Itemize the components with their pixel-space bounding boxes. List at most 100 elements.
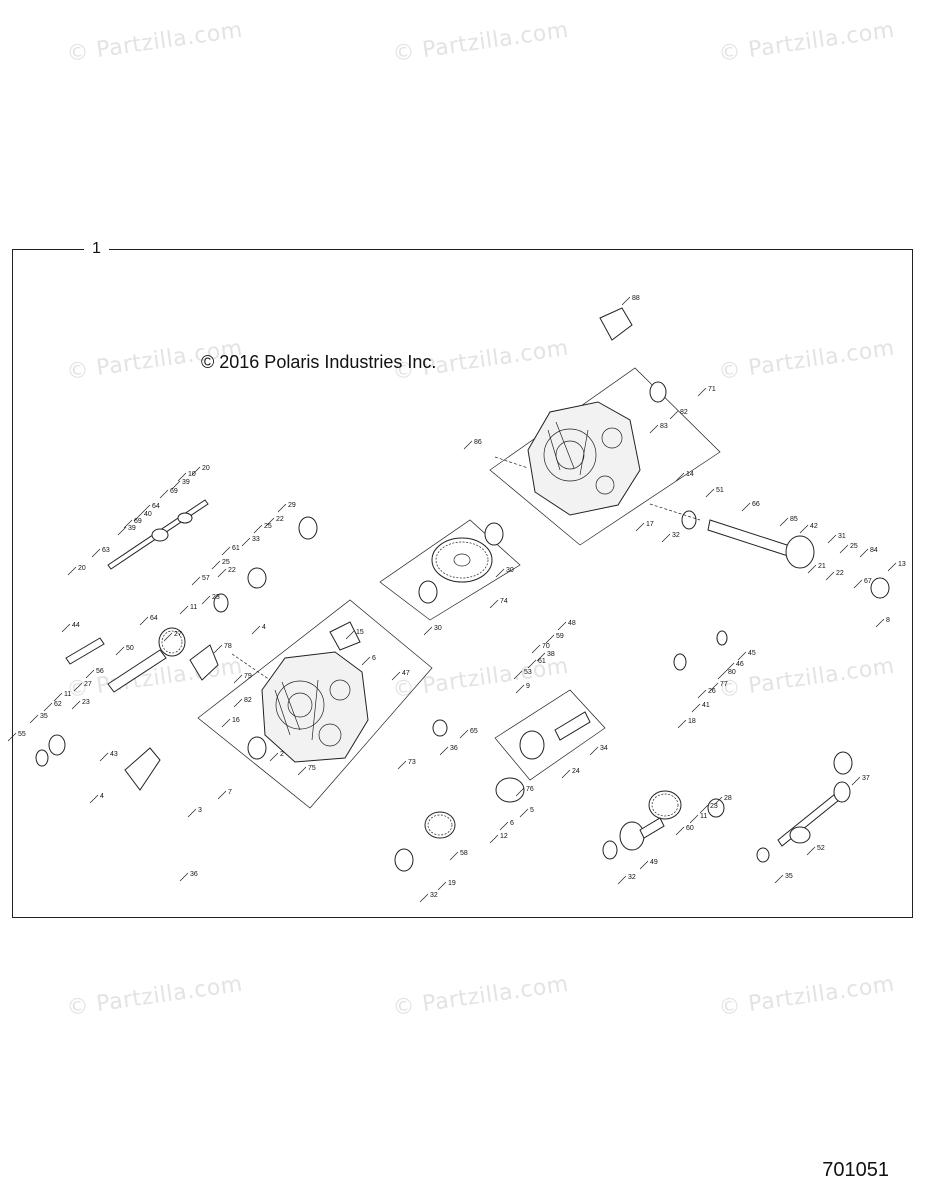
part-number-label: 39 bbox=[182, 479, 190, 486]
part-number-label: 47 bbox=[402, 670, 410, 677]
gear-46 bbox=[716, 630, 728, 646]
leader-line bbox=[117, 526, 127, 536]
left-case-half bbox=[261, 651, 369, 763]
leader-line bbox=[825, 571, 835, 581]
leader-line bbox=[519, 808, 529, 818]
part-number-label: 53 bbox=[524, 669, 532, 676]
leader-line bbox=[67, 566, 77, 576]
leader-line bbox=[697, 689, 707, 699]
part-number-label: 30 bbox=[434, 625, 442, 632]
bearing-30 bbox=[418, 580, 438, 604]
bearing-37 bbox=[833, 751, 853, 775]
part-number-label: 20 bbox=[78, 565, 86, 572]
leader-line bbox=[459, 729, 469, 739]
leader-line bbox=[635, 522, 645, 532]
leader-line bbox=[463, 440, 473, 450]
copyright-notice: © 2016 Polaris Industries Inc. bbox=[201, 352, 437, 372]
leader-line bbox=[621, 296, 631, 306]
leader-line bbox=[677, 719, 687, 729]
leader-line bbox=[717, 670, 727, 680]
bracket-43 bbox=[189, 644, 219, 681]
drawing-number: 701051 bbox=[822, 1159, 889, 1181]
part-number-label: 35 bbox=[40, 713, 48, 720]
part-number-label: 23 bbox=[212, 594, 220, 601]
part-number-label: 11 bbox=[64, 691, 71, 698]
part-number-label: 32 bbox=[672, 532, 680, 539]
leader-line bbox=[345, 630, 355, 640]
leader-line bbox=[531, 644, 541, 654]
case-subassembly-box bbox=[197, 599, 433, 809]
leader-line bbox=[806, 846, 816, 856]
hub-57 bbox=[213, 593, 229, 613]
part-number-label: 38 bbox=[547, 651, 555, 658]
part-number-label: 6 bbox=[510, 820, 514, 827]
part-number-label: 78 bbox=[224, 643, 232, 650]
leader-line bbox=[589, 746, 599, 756]
shaft-73 bbox=[519, 711, 591, 760]
part-number-label: 74 bbox=[500, 598, 508, 605]
part-number-label: 80 bbox=[728, 669, 736, 676]
part-number-label: 36 bbox=[190, 871, 198, 878]
leader-line bbox=[391, 671, 401, 681]
leader-line bbox=[53, 692, 63, 702]
part-number-label: 29 bbox=[288, 502, 296, 509]
part-number-label: 59 bbox=[556, 633, 564, 640]
part-number-label: 64 bbox=[152, 503, 160, 510]
seal-35 bbox=[35, 749, 49, 767]
leader-line bbox=[29, 714, 39, 724]
part-number-label: 36 bbox=[450, 745, 458, 752]
part-number-label: 50 bbox=[126, 645, 134, 652]
leader-line bbox=[139, 616, 149, 626]
leader-line bbox=[779, 517, 789, 527]
part-number-label: 88 bbox=[632, 295, 640, 302]
part-number-label: 23 bbox=[710, 803, 718, 810]
plate-75 bbox=[124, 747, 161, 791]
leader-line bbox=[221, 718, 231, 728]
part-number-label: 61 bbox=[538, 658, 546, 665]
plate-47 bbox=[329, 621, 361, 651]
part-number-label: 23 bbox=[82, 699, 90, 706]
part-number-label: 64 bbox=[150, 615, 158, 622]
output-shaft-66 bbox=[707, 519, 890, 599]
leader-line bbox=[697, 387, 707, 397]
part-number-label: 20 bbox=[202, 465, 210, 472]
part-number-label: 21 bbox=[818, 563, 826, 570]
leader-line bbox=[241, 537, 251, 547]
part-number-label: 48 bbox=[568, 620, 576, 627]
leader-line bbox=[179, 872, 189, 882]
part-number-label: 19 bbox=[448, 880, 456, 887]
leader-line bbox=[799, 524, 809, 534]
leader-line bbox=[774, 874, 784, 884]
part-number-label: 77 bbox=[720, 681, 728, 688]
leader-line bbox=[527, 659, 537, 669]
part-number-label: 30 bbox=[506, 567, 514, 574]
part-number-label: 44 bbox=[72, 622, 80, 629]
leader-line bbox=[423, 626, 433, 636]
leader-line bbox=[741, 502, 751, 512]
leader-line bbox=[853, 579, 863, 589]
leader-line bbox=[545, 634, 555, 644]
leader-line bbox=[269, 752, 279, 762]
leader-line bbox=[649, 424, 659, 434]
leader-line bbox=[233, 698, 243, 708]
leader-line bbox=[171, 480, 181, 490]
part-number-label: 25 bbox=[264, 523, 272, 530]
leader-line bbox=[73, 682, 83, 692]
leader-line bbox=[85, 669, 95, 679]
part-number-label: 13 bbox=[898, 561, 906, 568]
part-number-label: 22 bbox=[228, 567, 236, 574]
part-number-label: 39 bbox=[128, 525, 136, 532]
leader-line bbox=[61, 623, 71, 633]
gear-64 bbox=[158, 627, 186, 657]
part-number-label: 17 bbox=[646, 521, 654, 528]
part-number-label: 25 bbox=[222, 559, 230, 566]
leader-line bbox=[561, 769, 571, 779]
part-number-label: 49 bbox=[650, 859, 658, 866]
gear-60 bbox=[648, 790, 682, 820]
shaft-49 bbox=[619, 817, 665, 851]
leader-line bbox=[689, 814, 699, 824]
part-number-label: 56 bbox=[96, 668, 104, 675]
part-number-label: 33 bbox=[252, 536, 260, 543]
leader-line bbox=[191, 576, 201, 586]
